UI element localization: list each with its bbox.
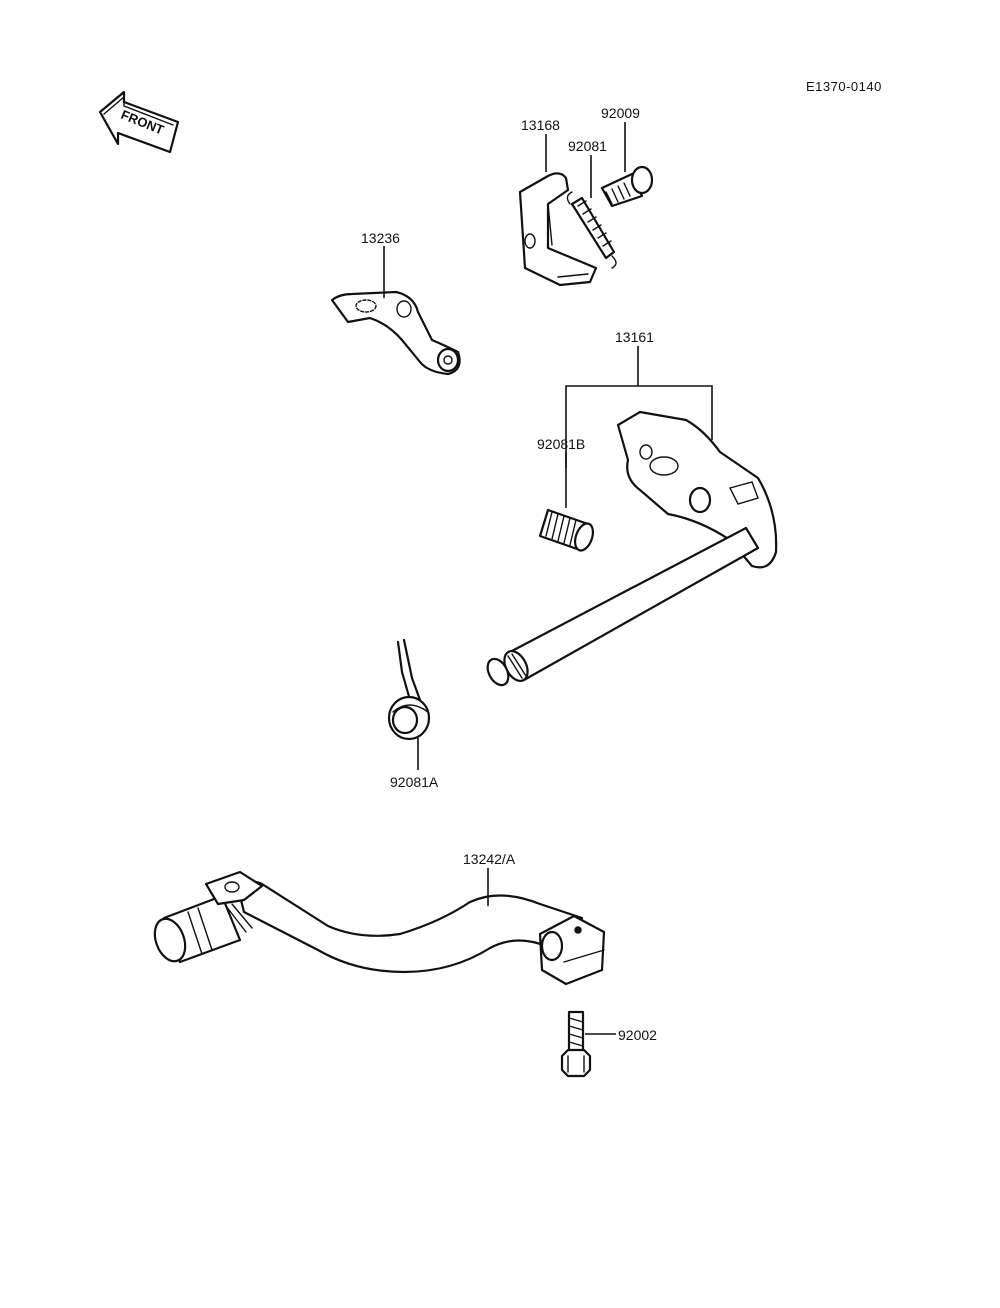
label-13168: 13168 [521, 117, 560, 133]
bolt-92009 [600, 165, 654, 208]
label-13242A: 13242/A [463, 851, 516, 867]
front-arrow-icon: FRONT [98, 90, 180, 154]
shift-pedal-13242A [153, 870, 606, 986]
lever-13236 [330, 290, 461, 376]
label-13161: 13161 [615, 329, 654, 345]
spring-92081A [387, 638, 431, 741]
shift-shaft-13161 [486, 410, 778, 687]
shift-bracket-13168 [518, 172, 598, 287]
bolt-92002 [560, 1010, 592, 1078]
label-92081A: 92081A [390, 774, 439, 790]
label-92081B: 92081B [537, 436, 585, 452]
label-92009: 92009 [601, 105, 640, 121]
leader-13161-bracket [565, 385, 713, 468]
label-13236: 13236 [361, 230, 400, 246]
diagram-code: E1370-0140 [806, 79, 882, 94]
spring-92081B [538, 508, 595, 552]
label-92081: 92081 [568, 138, 607, 154]
spring-92081 [566, 191, 617, 269]
label-92002: 92002 [618, 1027, 657, 1043]
